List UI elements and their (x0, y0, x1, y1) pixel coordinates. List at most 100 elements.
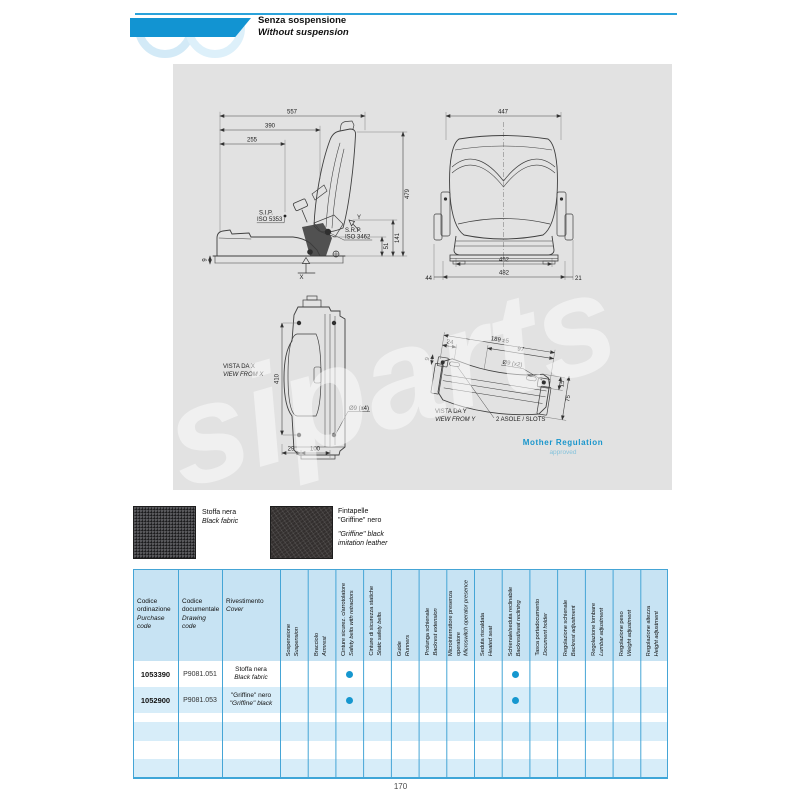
feature-cell (502, 687, 530, 713)
technical-drawing-panel: 557 390 255 479 141 51 9 (173, 64, 672, 490)
dim-452: 452 (499, 258, 510, 264)
section-title: Senza sospensione Without suspension (258, 15, 349, 39)
dim-189: 189 ±5 (490, 336, 510, 345)
axis-y-arrow: Y (348, 215, 361, 231)
feature-cell (419, 687, 447, 713)
dim-21: 21 (575, 276, 582, 282)
dim-479: 479 (405, 188, 411, 199)
table-empty-row (133, 741, 668, 759)
dim-141: 141 (395, 232, 401, 243)
griffine-leather-label: Fintapelle "Griffine" nero "Griffine" bl… (338, 507, 387, 549)
srp-iso-label: ISO 3462 (345, 235, 371, 241)
cover-cell: Stoffa nera Black fabric (234, 665, 268, 681)
dim-44: 44 (425, 276, 432, 282)
approval-subtitle: approved (549, 449, 576, 456)
feature-cell (557, 687, 585, 713)
section-title-italian: Senza sospensione (258, 15, 347, 26)
table-row: 1053390 P9081.051 Stoffa nera Black fabr… (133, 661, 668, 687)
feature-cell (280, 687, 308, 713)
feature-dot (345, 670, 353, 678)
cover-cell: "Griffine" nero "Griffine" black (229, 691, 273, 707)
slots-label: 2 ASOLE / SLOTS (496, 417, 545, 423)
view-x-label-italian: VISTA DA X (223, 364, 255, 370)
feature-cell (446, 661, 474, 687)
approval-title: Mother Regulation (523, 438, 603, 447)
axis-y-label: Y (357, 215, 361, 221)
dim-97: 97 (517, 346, 525, 353)
section-title-english: Without suspension (258, 26, 349, 38)
column-header-purchase-code: Codice ordinazione Purchase code (137, 598, 171, 631)
header-rule (135, 13, 677, 15)
feature-cell (446, 687, 474, 713)
view-y-label-italian: VISTA DA Y (435, 409, 467, 415)
swatch2-name-english-1: "Griffine" black (338, 530, 384, 538)
column-header-cover: Rivestimento Cover (226, 598, 264, 614)
column-header-drawing-code: Codice documentale Drawing code (182, 598, 220, 631)
page-number: 170 (393, 782, 408, 791)
feature-dot (512, 670, 520, 678)
feature-cell (529, 687, 557, 713)
view-y-label-english: VIEW FROM Y (435, 417, 476, 423)
purchase-code-cell: 1053390 (140, 669, 171, 679)
dim-15: 15 (559, 380, 566, 388)
feature-cell (391, 687, 419, 713)
feature-cell (474, 687, 502, 713)
dim-100: 100 (310, 447, 321, 453)
feature-cell (363, 687, 391, 713)
table-empty-row (133, 759, 668, 778)
table-header-row: Codice ordinazione Purchase code Codice … (133, 570, 668, 661)
feature-cell (640, 661, 668, 687)
feature-cell (585, 687, 613, 713)
sip-iso-label: ISO 5353 (257, 217, 283, 223)
feature-cell (529, 661, 557, 687)
black-fabric-label: Stoffa nera Black fabric (202, 508, 238, 527)
holes-x2-label: Ø9 (x2) (502, 360, 523, 369)
feature-cell (419, 661, 447, 687)
holes-x4-label: Ø9 (x4) (349, 406, 369, 412)
dim-255: 255 (247, 138, 258, 144)
dim-75: 75 (565, 394, 572, 402)
swatch2-name-english-2: imitation leather (338, 540, 388, 548)
rear-view-drawing: 447 452 482 44 21 (425, 110, 582, 283)
feature-cell (335, 661, 363, 687)
feature-dot (512, 696, 520, 704)
brand-logo-bar (130, 18, 251, 37)
feature-cell (557, 661, 585, 687)
table-empty-row (133, 722, 668, 741)
feature-cell (585, 661, 613, 687)
feature-cell (308, 687, 336, 713)
dim-447: 447 (498, 110, 509, 116)
feature-cell (640, 687, 668, 713)
swatch1-name-italian: Stoffa nera (202, 509, 237, 516)
dim-9: 9 (203, 258, 209, 262)
specification-table: Codice ordinazione Purchase code Codice … (133, 569, 668, 778)
swatch2-name-italian-1: Fintapelle (338, 508, 369, 515)
feature-cell (502, 661, 530, 687)
purchase-code-cell: 1052900 (140, 695, 171, 705)
dim-557: 557 (287, 110, 298, 116)
griffine-leather-swatch (270, 506, 333, 559)
view-x-label-english: VIEW FROM X (223, 372, 264, 378)
feature-cell (391, 661, 419, 687)
drawing-code-cell: P9081.051 (183, 670, 217, 678)
dim-482: 482 (499, 271, 510, 277)
dim-24: 24 (446, 339, 454, 346)
feature-cell (335, 687, 363, 713)
drawing-code-cell: P9081.053 (183, 696, 217, 704)
black-fabric-swatch (133, 506, 196, 559)
feature-cell (613, 661, 641, 687)
srp-label: S.R.P. (345, 228, 362, 234)
